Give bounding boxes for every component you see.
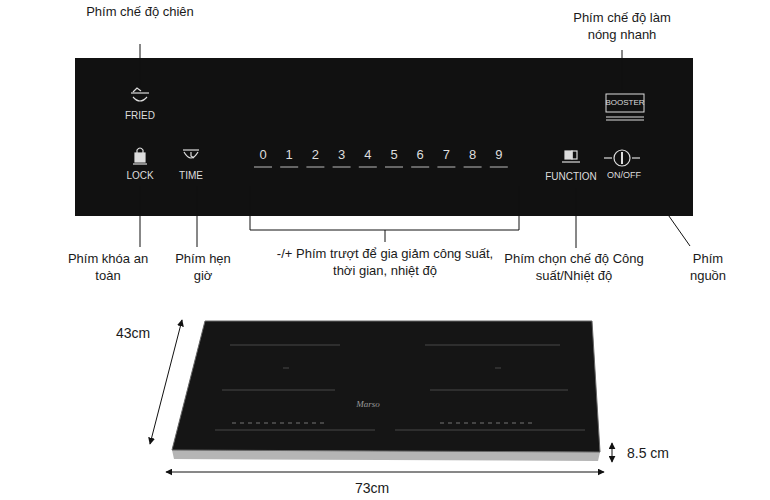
- callout-label: Phím nguồn: [677, 251, 739, 285]
- dimension-label: 8.5 cm: [627, 444, 669, 462]
- slider-number: 4: [364, 147, 371, 164]
- slider-number: 5: [390, 147, 397, 164]
- fried-icon: [131, 88, 149, 101]
- callout-label: -/+ Phím trượt để gia giảm công suất, th…: [268, 246, 503, 280]
- control-panel: [75, 58, 693, 216]
- slider-number: 7: [443, 147, 450, 164]
- leader-lines: [140, 44, 690, 248]
- callout-label: Phím hẹn giờ: [172, 251, 234, 285]
- button-label: ON/OFF: [607, 170, 641, 182]
- slider-number: 8: [469, 147, 476, 164]
- lock-icon: [133, 148, 147, 164]
- button-label: LOCK: [126, 169, 153, 182]
- button-label: TIME: [179, 169, 203, 182]
- cooktop-drawing: [172, 321, 600, 461]
- slider-marks: [254, 167, 508, 168]
- function-icon: [562, 151, 580, 162]
- callout-label: Phím chế độ chiên: [85, 4, 195, 21]
- slider-number: 2: [312, 147, 319, 164]
- timer-icon: [183, 150, 199, 158]
- slider-number: 9: [495, 147, 502, 164]
- slider-number: 0: [259, 147, 266, 164]
- button-label: FUNCTION: [545, 170, 597, 183]
- dimension-label: 43cm: [116, 324, 150, 342]
- slider-number: 3: [338, 147, 345, 164]
- booster-button: [606, 94, 644, 120]
- button-label: FRIED: [125, 109, 155, 122]
- power-icon: [604, 150, 640, 166]
- dimension-arrows: [150, 320, 612, 472]
- slider-number: 6: [417, 147, 424, 164]
- callout-label: Phím chọn chế độ Công suất/Nhiệt độ: [499, 251, 649, 285]
- button-label: BOOSTER: [605, 98, 644, 108]
- callout-label: Phím khóa an toàn: [63, 251, 153, 285]
- dimension-label: 73cm: [355, 479, 389, 497]
- brand-logo: Marso: [356, 399, 380, 411]
- slider-number: 1: [286, 147, 293, 164]
- callout-label: Phím chế độ làm nóng nhanh: [560, 10, 685, 44]
